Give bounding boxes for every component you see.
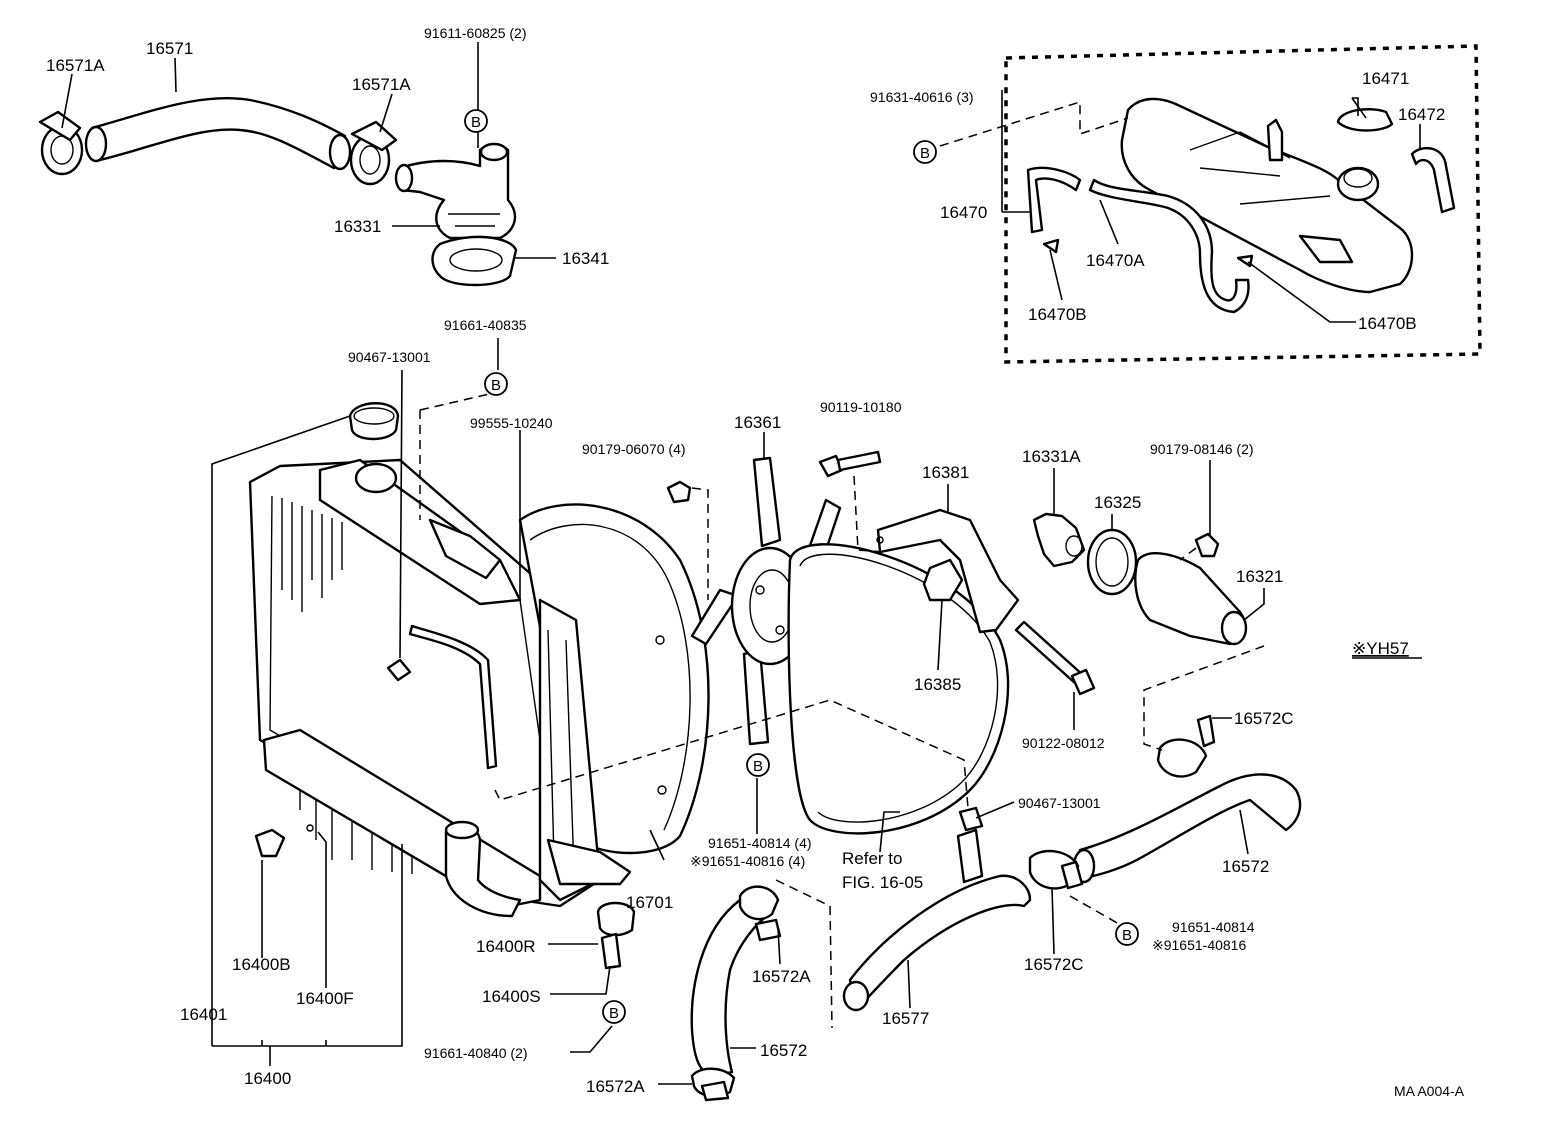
leader-lines	[61, 42, 1421, 1085]
label-90179-06070: 90179-06070 (4)	[582, 441, 686, 457]
drain-cock	[254, 828, 286, 858]
label-16400B: 16400B	[232, 955, 291, 974]
label-16471: 16471	[1362, 69, 1409, 88]
hose-clamp-right	[349, 120, 398, 186]
radiator-cap	[348, 402, 400, 441]
label-16577: 16577	[882, 1009, 929, 1028]
label-16321: 16321	[1236, 567, 1283, 586]
hose-clamp-16572A-mid	[738, 885, 780, 921]
label-16472: 16472	[1398, 105, 1445, 124]
label-16361: 16361	[734, 413, 781, 432]
radiator-support-cushion	[596, 901, 636, 937]
label-90467-13001-top: 90467-13001	[348, 349, 431, 365]
hose-clamp-16572C-top	[1156, 738, 1208, 778]
yh57-boundary	[1004, 44, 1482, 364]
inlet-gasket	[431, 235, 518, 287]
label-16572A-mid: 16572A	[752, 967, 811, 986]
label-16572A-bot: 16572A	[586, 1077, 645, 1096]
label-16400F: 16400F	[296, 989, 354, 1008]
label-16331: 16331	[334, 217, 381, 236]
label-16470B-left: 16470B	[1028, 305, 1087, 324]
radiator-sleeve	[600, 932, 622, 970]
ref-bubble-b1: B	[464, 109, 488, 133]
label-16572C-top: 16572C	[1234, 709, 1294, 728]
label-16572C-low: 16572C	[1024, 955, 1084, 974]
label-16385: 16385	[914, 675, 961, 694]
ref-bubble-b4: B	[746, 753, 770, 777]
label-16571A-left: 16571A	[46, 56, 105, 75]
label-16572-low: 16572	[760, 1041, 807, 1060]
water-inlet	[394, 142, 517, 240]
label-16701: 16701	[626, 893, 673, 912]
ref-bubble-b3: B	[484, 372, 508, 396]
thermostat-group	[1032, 512, 1248, 646]
svg-text:B: B	[491, 377, 501, 394]
label-91651-40816-b: ※91651-40816	[1152, 937, 1246, 953]
bolt-90119-10180	[818, 450, 882, 478]
reservoir-group	[1004, 44, 1482, 364]
label-90179-08146: 90179-08146 (2)	[1150, 441, 1254, 457]
label-16470A: 16470A	[1086, 251, 1145, 270]
label-ref-code: MA A004-A	[1394, 1083, 1465, 1099]
thermostat	[1032, 512, 1086, 568]
label-refer-to: Refer to	[842, 849, 902, 868]
label-16401: 16401	[180, 1005, 227, 1024]
label-90119-10180: 90119-10180	[820, 399, 902, 415]
upper-radiator-hose	[90, 96, 347, 170]
label-16400R: 16400R	[476, 937, 536, 956]
svg-text:B: B	[1122, 927, 1132, 944]
label-16571: 16571	[146, 39, 193, 58]
lower-hose-group	[690, 714, 1302, 1102]
fan-shroud	[518, 503, 710, 902]
svg-text:B: B	[609, 1005, 619, 1022]
hose-clamp-left	[38, 110, 84, 176]
ref-bubble-b6: B	[602, 1000, 626, 1024]
label-16571A-right: 16571A	[352, 75, 411, 94]
reservoir-hose-a	[1088, 178, 1250, 314]
fan-bracket	[876, 508, 1020, 634]
part-labels: 16571A 16571 16571A 91611-60825 (2) 1633…	[46, 25, 1465, 1099]
label-91611-60825: 91611-60825 (2)	[424, 25, 526, 41]
dashed-reference-lines	[419, 100, 1265, 1029]
bolt-90179-06070	[666, 480, 692, 504]
label-91661-40835: 91661-40835	[444, 317, 527, 333]
drive-belt	[787, 543, 1010, 835]
label-16341: 16341	[562, 249, 609, 268]
label-91651-40814-b: 91651-40814	[1172, 919, 1255, 935]
label-yh57: ※YH57	[1352, 639, 1409, 658]
overflow-hose-short	[1410, 146, 1456, 214]
label-16331A: 16331A	[1022, 447, 1081, 466]
label-16470: 16470	[940, 203, 987, 222]
svg-text:B: B	[471, 114, 481, 131]
bolt-90122-08012	[1014, 620, 1096, 696]
label-16470B-right: 16470B	[1358, 314, 1417, 333]
upper-hose-group	[38, 96, 518, 287]
ref-bubble-b5: B	[1115, 922, 1139, 946]
label-99555-10240: 99555-10240	[470, 415, 553, 431]
svg-text:B: B	[753, 758, 763, 775]
water-bypass-pipe	[848, 874, 1032, 1012]
label-16400S: 16400S	[482, 987, 541, 1006]
label-91631-40616: 91631-40616 (3)	[870, 89, 974, 105]
reservoir-cap	[1336, 108, 1394, 132]
label-16572-right: 16572	[1222, 857, 1269, 876]
label-91651-40816-a: ※91651-40816 (4)	[690, 853, 805, 869]
label-fig-16-05: FIG. 16-05	[842, 873, 923, 892]
label-90122-08012: 90122-08012	[1022, 735, 1105, 751]
label-16325: 16325	[1094, 493, 1141, 512]
radiator-group	[248, 402, 636, 970]
reservoir-hose	[1026, 166, 1082, 234]
ref-bubble-b2: B	[913, 140, 937, 164]
label-16381: 16381	[922, 463, 969, 482]
radiator-fins	[281, 498, 413, 874]
hose-16572-right	[1078, 773, 1302, 880]
label-16400: 16400	[244, 1069, 291, 1088]
overflow-tube	[408, 624, 498, 770]
label-91651-40814-a: 91651-40814 (4)	[708, 835, 812, 851]
svg-text:B: B	[920, 145, 930, 162]
thermostat-gasket	[1086, 528, 1138, 596]
label-90467-13001-low: 90467-13001	[1018, 795, 1101, 811]
label-91661-40840: 91661-40840 (2)	[424, 1045, 528, 1061]
